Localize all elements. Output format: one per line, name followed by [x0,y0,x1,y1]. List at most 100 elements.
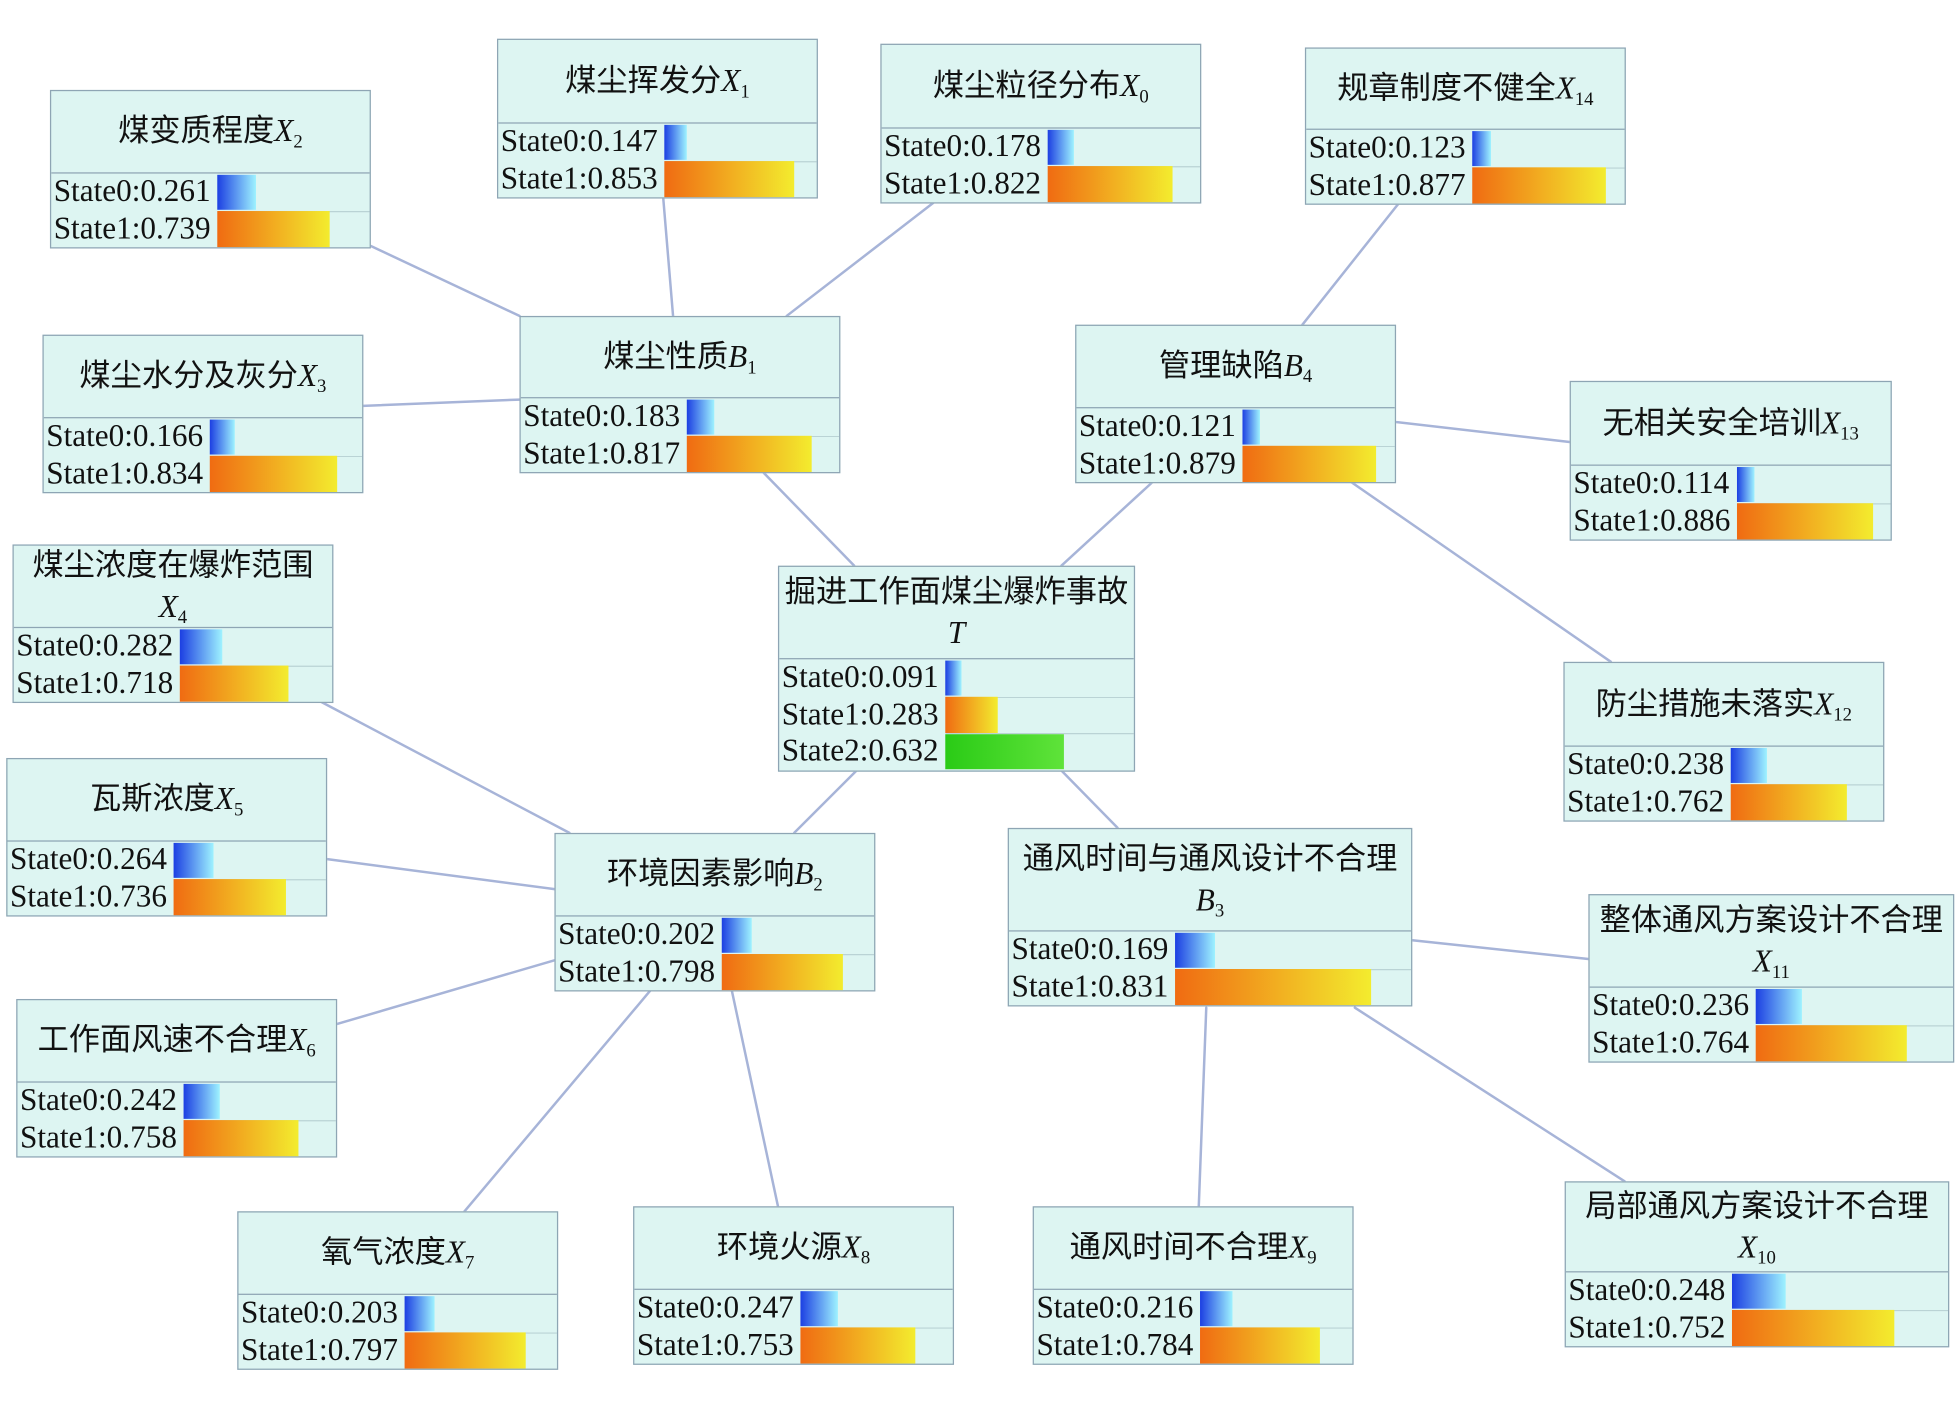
state-bar-state1 [1241,445,1377,482]
state-label: State1:0.879 [1078,446,1236,481]
state-bar-state0 [686,398,715,435]
state-row: State1:0.283 [779,696,1134,733]
node-label: 无相关安全培训 [1602,406,1822,441]
state-label: State1:0.853 [500,161,658,196]
state-row: State0:0.236 [1590,988,1953,1025]
state-bar-track [799,1290,953,1327]
state-bar-track [216,174,370,211]
state-row: State0:0.264 [7,842,325,879]
state-label: State1:0.797 [241,1333,398,1367]
node-title: 氧气浓度X7 [238,1213,557,1295]
variable-subscript: 13 [1840,423,1859,444]
state-row: State0:0.248 [1566,1272,1948,1309]
state-bar-track [403,1332,557,1369]
variable-symbol: X [445,1236,466,1270]
variable-name: X12 [1814,687,1852,724]
state-bar-track [686,398,839,435]
state-label: State0:0.242 [19,1083,177,1118]
node-label: 管理缺陷 [1158,349,1284,384]
state-row: State1:0.817 [521,435,839,472]
state-bar-track [172,842,326,879]
state-bar-track [1731,1272,1948,1309]
node-label: 掘进工作面煤尘爆炸事故 [784,575,1129,609]
state-bar-state1 [721,954,844,990]
state-row: State0:0.178 [882,129,1200,166]
state-row: State0:0.123 [1306,130,1624,167]
node-title: 煤尘粒径分布X0 [881,45,1201,129]
state-bar-track [1731,1309,1948,1346]
node-title: 环境因素影响B2 [555,834,875,917]
variable-name: X1 [721,64,749,101]
state-bar-track [1736,466,1890,503]
node-label: 环境火源 [716,1231,842,1265]
edge-X8-B2 [730,988,780,1208]
variable-name: B1 [728,340,756,377]
node-title-text: 无相关安全培训X13 [1603,403,1859,444]
state-row: State1:0.798 [556,953,874,990]
state-row: State0:0.183 [521,398,839,435]
edge-T-B3 [1057,766,1119,830]
state-row: State0:0.203 [239,1295,557,1332]
edge-X0-B1 [785,201,936,318]
variable-symbol: X [841,1231,861,1265]
state-label: State0:0.202 [558,917,716,952]
variable-symbol: X [721,64,741,99]
state-bar-track [1471,167,1625,204]
variable-subscript: 11 [1771,962,1790,983]
node-title-text: 煤尘水分及灰分X3 [79,356,326,397]
variable-symbol: B [1195,883,1215,918]
state-row: State2:0.632 [779,733,1134,770]
state-bar-track [944,659,1134,696]
node-label: 瓦斯浓度 [90,782,215,817]
state-label: State1:0.752 [1568,1310,1726,1345]
variable-name: X10 [1585,1227,1928,1268]
state-bar-state0 [1047,129,1075,165]
variable-name: X6 [287,1024,315,1061]
state-row: State1:0.762 [1565,784,1883,821]
node-label: 煤变质程度 [118,114,275,149]
state-bar-state0 [663,124,687,160]
state-bar-track [182,1119,336,1156]
state-bar-state0 [172,842,214,878]
variable-symbol: B [728,340,748,374]
state-bar-state1 [403,1332,526,1368]
node-title: 工作面风速不合理X6 [17,1000,336,1083]
state-row: State1:0.834 [44,455,362,492]
state-bar-state0 [1736,466,1754,502]
node-title-text: 通风时间不合理X9 [1070,1227,1317,1268]
state-bar-state0 [1174,932,1215,968]
state-label: State2:0.632 [781,734,939,768]
node-title: 管理缺陷B4 [1076,326,1395,409]
variable-symbol: X [1821,406,1841,441]
variable-subscript: 5 [233,800,244,821]
node-title-text: 工作面风速不合理X6 [38,1020,316,1061]
state-bar-track [1047,165,1200,202]
edge-X2-B1 [369,244,521,318]
state-bar-state1 [1047,166,1173,202]
state-bar-state1 [179,665,290,702]
state-row: State1:0.752 [1566,1309,1948,1346]
state-bar-state0 [944,659,962,696]
variable-subscript: 4 [177,607,188,628]
state-bar-state1 [1736,503,1873,539]
variable-subscript: 8 [860,1248,871,1269]
node-title: 规章制度不健全X14 [1306,49,1625,130]
state-bar-track [1199,1290,1352,1327]
variable-subscript: 3 [317,377,327,398]
state-label: State1:0.877 [1308,167,1466,202]
state-row: State1:0.736 [7,878,325,915]
variable-name: X8 [841,1231,870,1268]
state-label: State1:0.758 [19,1120,177,1155]
edge-B3-X9 [1197,1006,1208,1208]
